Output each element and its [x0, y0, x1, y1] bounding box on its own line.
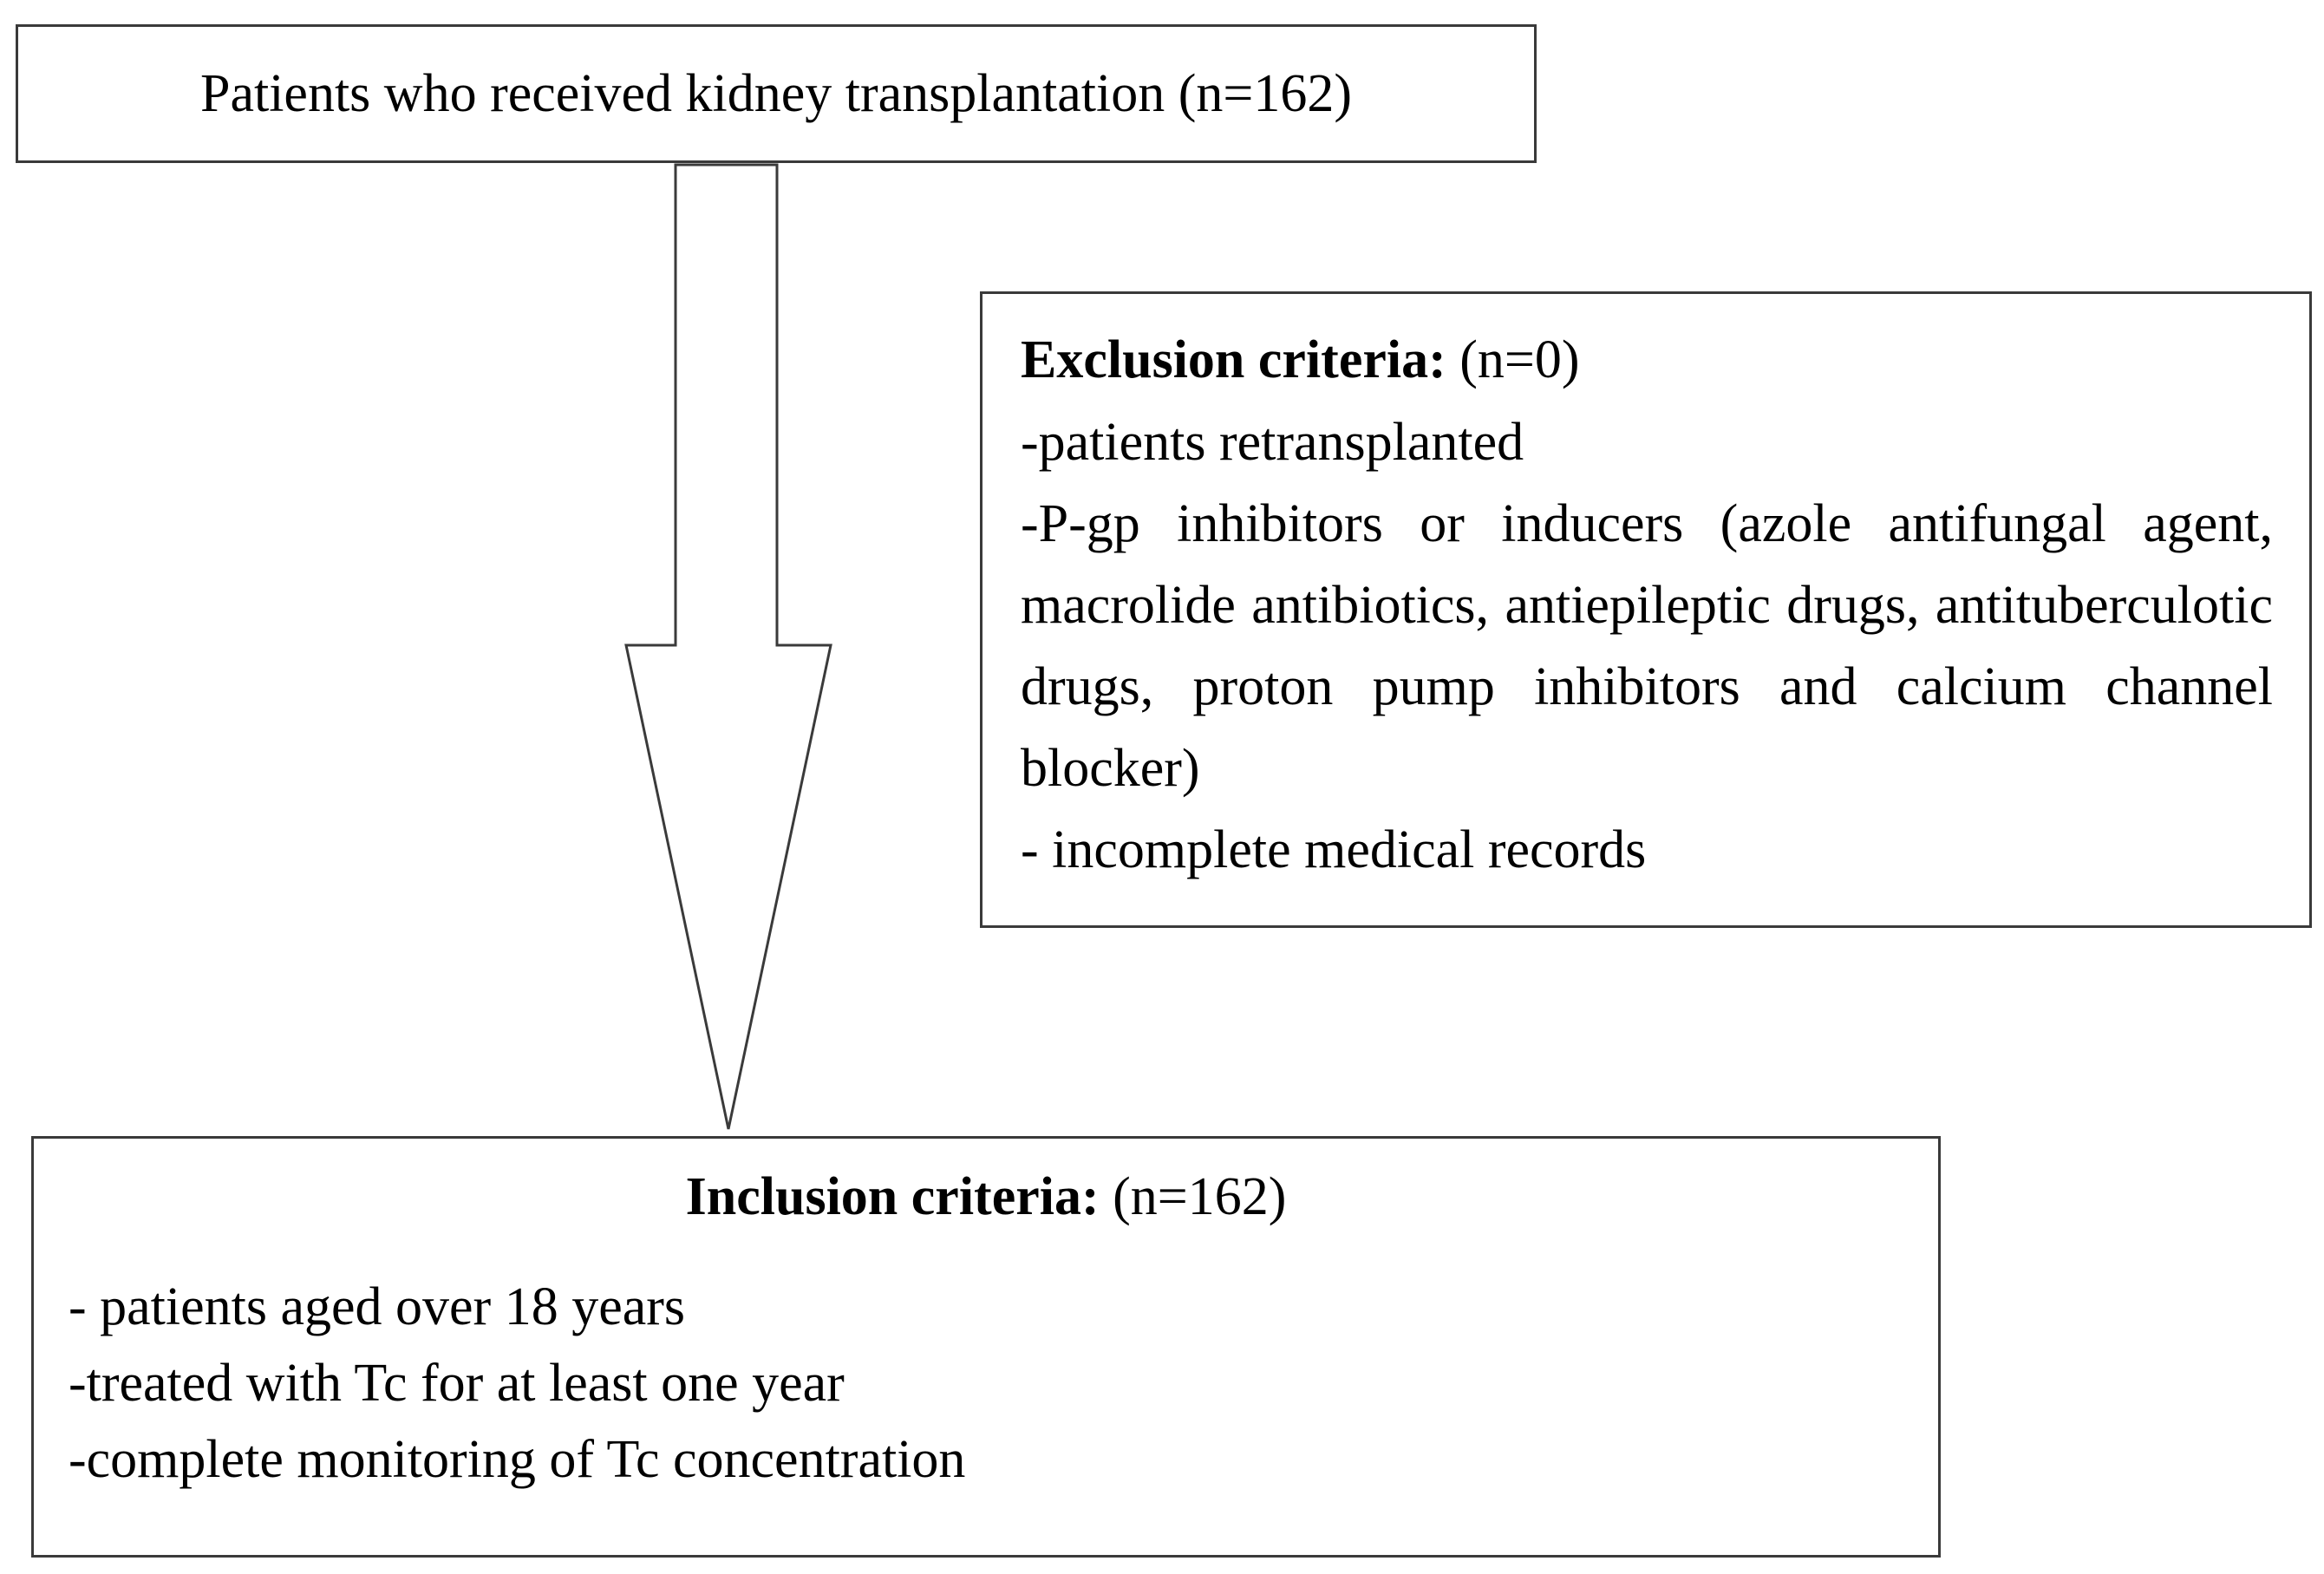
exclusion-item: - incomplete medical records [1021, 820, 1647, 879]
inclusion-heading: Inclusion criteria: [685, 1167, 1100, 1226]
exclusion-heading: Exclusion criteria: [1021, 330, 1446, 389]
inclusion-criteria-box: Inclusion criteria: (n=162) - patients a… [31, 1136, 1941, 1558]
patients-box: Patients who received kidney transplanta… [16, 24, 1537, 163]
inclusion-item: - patients aged over 18 years [69, 1277, 686, 1336]
exclusion-criteria-box: Exclusion criteria: (n=0) -patients retr… [980, 291, 2312, 928]
inclusion-title: Inclusion criteria: (n=162) [69, 1170, 1903, 1224]
patients-box-text: Patients who received kidney transplanta… [199, 64, 1352, 123]
down-arrow-shape [624, 163, 832, 1130]
exclusion-count: (n=0) [1459, 330, 1580, 389]
inclusion-list: - patients aged over 18 years -treated w… [69, 1269, 1903, 1498]
inclusion-count: (n=162) [1113, 1167, 1287, 1226]
exclusion-title: Exclusion criteria: (n=0) [1021, 318, 2273, 402]
exclusion-item: -patients retransplanted [1021, 413, 1524, 472]
inclusion-item: -complete monitoring of Tc concentration [69, 1430, 966, 1489]
inclusion-item: -treated with Tc for at least one year [69, 1354, 845, 1413]
exclusion-item: -P-gp inhibitors or inducers (azole anti… [1021, 494, 2273, 798]
